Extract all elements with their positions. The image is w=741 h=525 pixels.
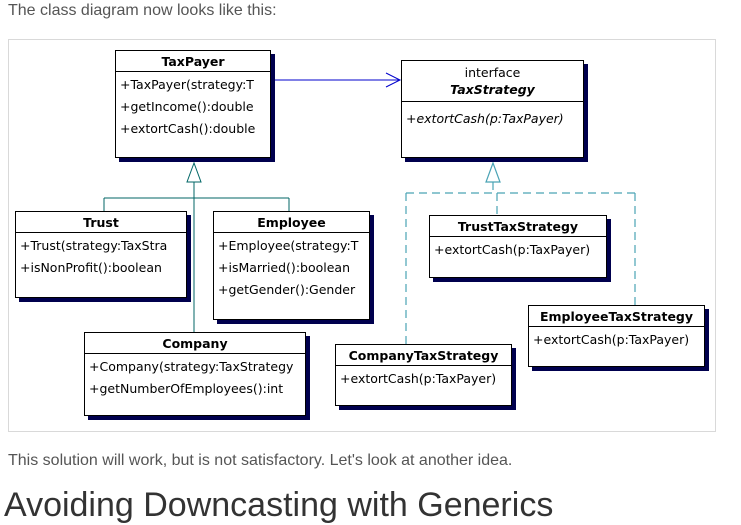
class-taxpayer: TaxPayer +TaxPayer(strategy:T +getIncome…: [115, 50, 271, 158]
operation: +getIncome():double: [120, 99, 254, 114]
class-name: Trust: [16, 212, 186, 233]
operation: +isMarried():boolean: [218, 260, 351, 275]
class-companytaxstrategy: CompanyTaxStrategy +extortCash(p:TaxPaye…: [335, 344, 512, 406]
operations-list: +extortCash(p:TaxPayer): [430, 237, 606, 264]
class-name: Company: [85, 333, 305, 354]
operation: +isNonProfit():boolean: [20, 260, 162, 275]
operations-list: +Company(strategy:TaxStrategy +getNumber…: [85, 354, 305, 403]
diagram-connectors: [103, 72, 636, 344]
interface-taxstrategy: interface TaxStrategy +extortCash(p:TaxP…: [401, 60, 584, 158]
operations-list: +TaxPayer(strategy:T +getIncome():double…: [116, 72, 270, 143]
class-employeetaxstrategy: EmployeeTaxStrategy +extortCash(p:TaxPay…: [528, 305, 705, 367]
operation: +extortCash(p:TaxPayer): [340, 371, 497, 386]
operation: +getNumberOfEmployees():int: [89, 381, 284, 396]
operation: +extortCash(p:TaxPayer): [434, 242, 591, 257]
inheritance-triangle: [186, 161, 202, 183]
stereotype-label: interface: [464, 65, 521, 80]
operations-list: +Trust(strategy:TaxStra +isNonProfit():b…: [16, 233, 186, 282]
class-trust: Trust +Trust(strategy:TaxStra +isNonProf…: [15, 211, 187, 298]
operation: +TaxPayer(strategy:T: [120, 77, 254, 92]
class-employee: Employee +Employee(strategy:T +isMarried…: [213, 211, 370, 320]
operations-list: +extortCash(p:TaxPayer): [336, 366, 511, 393]
operation: +Company(strategy:TaxStrategy: [89, 359, 294, 374]
operations-list: +Employee(strategy:T +isMarried():boolea…: [214, 233, 369, 304]
class-name: Employee: [214, 212, 369, 233]
class-name: TrustTaxStrategy: [430, 216, 606, 237]
operations-list: +extortCash(p:TaxPayer): [529, 327, 704, 354]
interface-name: TaxStrategy: [402, 81, 583, 102]
inheritance-connectors: [103, 182, 290, 332]
operation: +extortCash(p:TaxPayer): [406, 111, 564, 126]
class-name: CompanyTaxStrategy: [336, 345, 511, 366]
section-heading: Avoiding Downcasting with Generics: [4, 486, 554, 524]
class-trusttaxstrategy: TrustTaxStrategy +extortCash(p:TaxPayer): [429, 215, 607, 278]
operation: +Employee(strategy:T: [218, 238, 359, 253]
class-name: TaxPayer: [116, 51, 270, 72]
class-name: EmployeeTaxStrategy: [529, 306, 704, 327]
intro-text: The class diagram now looks like this:: [8, 2, 277, 19]
association-arrowhead: [385, 72, 402, 88]
operation: +Trust(strategy:TaxStra: [20, 238, 168, 253]
realization-triangle: [485, 161, 501, 183]
class-diagram: TaxPayer +TaxPayer(strategy:T +getIncome…: [8, 39, 716, 432]
operations-list: +extortCash(p:TaxPayer): [402, 102, 583, 133]
operation: +getGender():Gender: [218, 282, 356, 297]
body-paragraph: This solution will work, but is not sati…: [8, 452, 513, 469]
operation: +extortCash():double: [120, 121, 256, 136]
realization-connectors: [405, 182, 636, 344]
class-company: Company +Company(strategy:TaxStrategy +g…: [84, 332, 306, 416]
operation: +extortCash(p:TaxPayer): [533, 332, 690, 347]
